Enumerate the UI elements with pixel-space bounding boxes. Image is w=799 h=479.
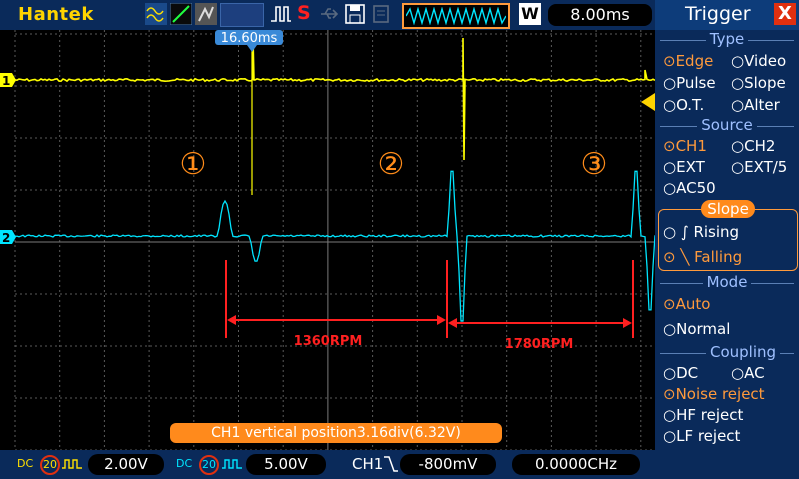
waveform-display[interactable]: 16.60ms 1 2 ① ② ③ 1360RPM 1780RPM bbox=[0, 30, 655, 450]
ch1-scale[interactable]: 2.00V bbox=[88, 454, 164, 475]
type-option-edge[interactable]: ⊙Edge bbox=[663, 52, 714, 70]
ch1-marker-label: 1 bbox=[2, 74, 10, 88]
pulse-trigger-icon[interactable] bbox=[270, 3, 292, 25]
type-option-slope[interactable]: ○Slope bbox=[731, 74, 786, 92]
source-option-ext[interactable]: ○EXT bbox=[663, 158, 705, 176]
menu-title: Trigger bbox=[685, 3, 751, 25]
source-option-ac50[interactable]: ○AC50 bbox=[663, 179, 716, 197]
source-option-ch1[interactable]: ⊙CH1 bbox=[663, 137, 707, 155]
mode-option-normal[interactable]: ○Normal bbox=[663, 320, 731, 338]
falling-edge-icon bbox=[384, 456, 398, 472]
usb-icon bbox=[321, 8, 339, 19]
ch2-probe-icon bbox=[222, 459, 242, 469]
ch1-offset-marker[interactable] bbox=[0, 73, 16, 87]
marker-2: ② bbox=[378, 147, 405, 182]
vector-mode-icon[interactable] bbox=[170, 3, 192, 25]
ch1-probe-icon bbox=[62, 459, 82, 469]
coupling-option-noise-reject[interactable]: ⊙Noise reject bbox=[663, 385, 765, 403]
trigger-menu: Trigger X Type ⊙Edge ○Video ○Pulse ○Slop… bbox=[655, 0, 799, 479]
ch1-coupling[interactable]: DC bbox=[17, 457, 34, 470]
slope-option-falling[interactable]: ⊙ ╲ Falling bbox=[663, 248, 743, 266]
type-option-pulse[interactable]: ○Pulse bbox=[663, 74, 716, 92]
memory-waveform-icon bbox=[406, 7, 506, 25]
window-mode-badge[interactable]: W bbox=[519, 3, 541, 25]
trigger-source[interactable]: CH1 bbox=[352, 455, 384, 473]
type-heading: Type bbox=[655, 30, 799, 48]
trigger-level[interactable]: -800mV bbox=[400, 454, 496, 475]
timebase-display[interactable]: 8.00ms bbox=[548, 4, 652, 26]
coupling-option-lf-reject[interactable]: ○LF reject bbox=[663, 427, 741, 445]
coupling-option-ac[interactable]: ○AC bbox=[731, 364, 765, 382]
ch1-trace bbox=[14, 37, 655, 161]
time-cursor-box[interactable] bbox=[215, 30, 283, 45]
status-bar: DC 20 2.00V DC 20 5.00V CH1 -800mV 0.000… bbox=[0, 450, 655, 479]
ch2-bandwidth-limit[interactable]: 20 bbox=[199, 455, 219, 475]
memory-depth-display[interactable] bbox=[402, 3, 510, 29]
rpm-label-2: 1780RPM bbox=[505, 337, 574, 352]
save-icon[interactable] bbox=[344, 3, 366, 25]
frequency-readout: 0.0000CHz bbox=[512, 454, 640, 475]
coupling-option-hf-reject[interactable]: ○HF reject bbox=[663, 406, 744, 424]
rpm-annotations bbox=[225, 260, 634, 338]
trigger-level-marker[interactable] bbox=[641, 93, 655, 111]
close-button[interactable]: X bbox=[774, 3, 796, 25]
time-cursor-label: 16.60ms bbox=[221, 31, 278, 46]
run-state-indicator[interactable]: S bbox=[297, 2, 311, 24]
marker-1: ① bbox=[180, 147, 207, 182]
brand-logo: Hantek bbox=[18, 4, 94, 25]
ch2-scale[interactable]: 5.00V bbox=[246, 454, 326, 475]
top-toolbar: Hantek S W 8.00ms bbox=[0, 0, 655, 30]
mode-option-auto[interactable]: ⊙Auto bbox=[663, 295, 711, 313]
graticule bbox=[14, 30, 655, 450]
source-option-ch2[interactable]: ○CH2 bbox=[731, 137, 776, 155]
time-cursor-pointer bbox=[247, 45, 257, 52]
coupling-heading: Coupling bbox=[671, 343, 799, 361]
type-option-alter[interactable]: ○Alter bbox=[731, 96, 780, 114]
persistence-icon[interactable] bbox=[195, 3, 217, 25]
slope-option-rising[interactable]: ○ ∫ Rising bbox=[663, 223, 740, 241]
marker-3: ③ bbox=[581, 147, 608, 182]
display-box bbox=[220, 3, 264, 27]
ch2-trace bbox=[14, 170, 655, 322]
ch2-marker-label: 2 bbox=[2, 231, 10, 245]
ch2-coupling[interactable]: DC bbox=[176, 457, 193, 470]
rpm-label-1: 1360RPM bbox=[294, 334, 363, 349]
ch2-offset-marker[interactable] bbox=[0, 230, 16, 244]
waveform-icon[interactable] bbox=[145, 3, 167, 25]
ch1-bandwidth-limit[interactable]: 20 bbox=[40, 455, 60, 475]
coupling-option-dc[interactable]: ○DC bbox=[663, 364, 699, 382]
source-option-ext5[interactable]: ○EXT/5 bbox=[731, 158, 788, 176]
mode-heading: Mode bbox=[655, 273, 799, 291]
status-message: CH1 vertical position3.16div(6.32V) bbox=[170, 423, 502, 443]
menu-title-bar: Trigger X bbox=[655, 0, 799, 30]
print-icon[interactable] bbox=[370, 3, 392, 25]
type-option-ot[interactable]: ○O.T. bbox=[663, 96, 705, 114]
slope-heading: Slope bbox=[701, 200, 755, 218]
type-option-video[interactable]: ○Video bbox=[731, 52, 787, 70]
source-heading: Source bbox=[655, 116, 799, 134]
